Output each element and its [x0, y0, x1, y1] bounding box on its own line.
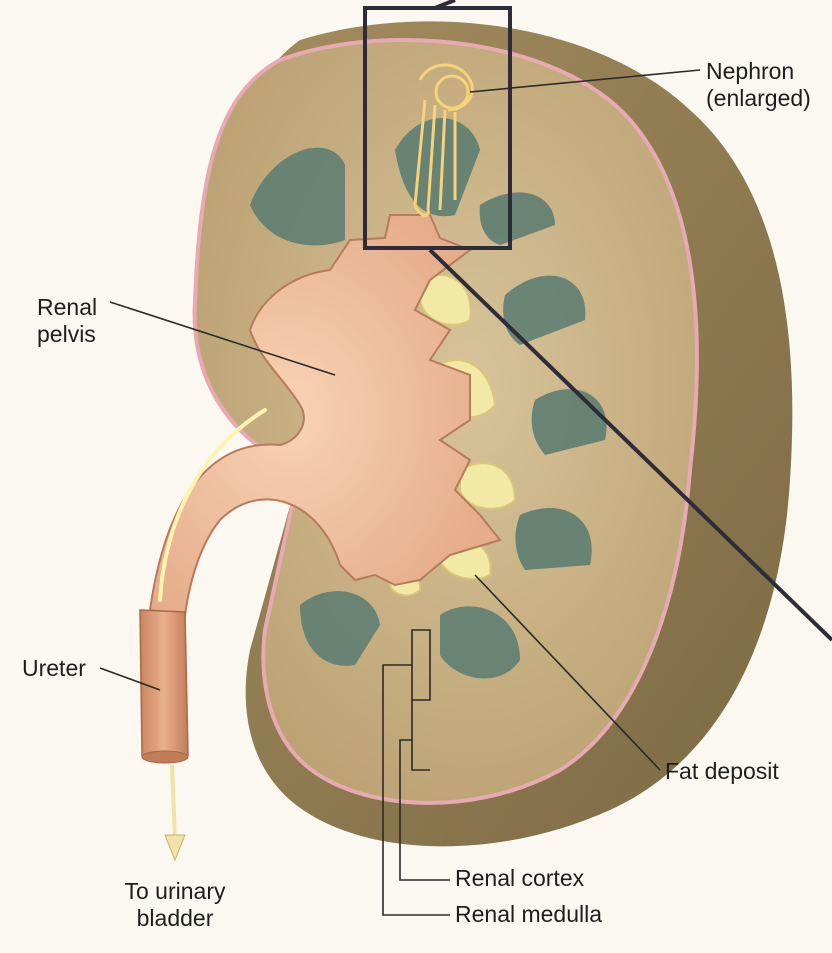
- to-urinary-bladder-label: To urinary bladder: [105, 878, 245, 932]
- renal-cortex-label: Renal cortex: [455, 865, 584, 892]
- downward-arrow: [165, 765, 185, 860]
- fat-deposit-label: Fat deposit: [665, 758, 779, 785]
- nephron-label-line1: Nephron: [706, 58, 811, 85]
- renal-pelvis-label: Renal pelvis: [37, 294, 97, 348]
- nephron-label: Nephron (enlarged): [706, 58, 811, 112]
- renal-medulla-label: Renal medulla: [455, 901, 602, 928]
- renal-pelvis-label-line2: pelvis: [37, 321, 97, 348]
- ureter-tube: [140, 610, 188, 763]
- to-bladder-label-line2: bladder: [105, 905, 245, 932]
- renal-pelvis-label-line1: Renal: [37, 294, 97, 321]
- ureter-label: Ureter: [22, 655, 86, 682]
- nephron-label-line2: (enlarged): [706, 85, 811, 112]
- to-bladder-label-line1: To urinary: [105, 878, 245, 905]
